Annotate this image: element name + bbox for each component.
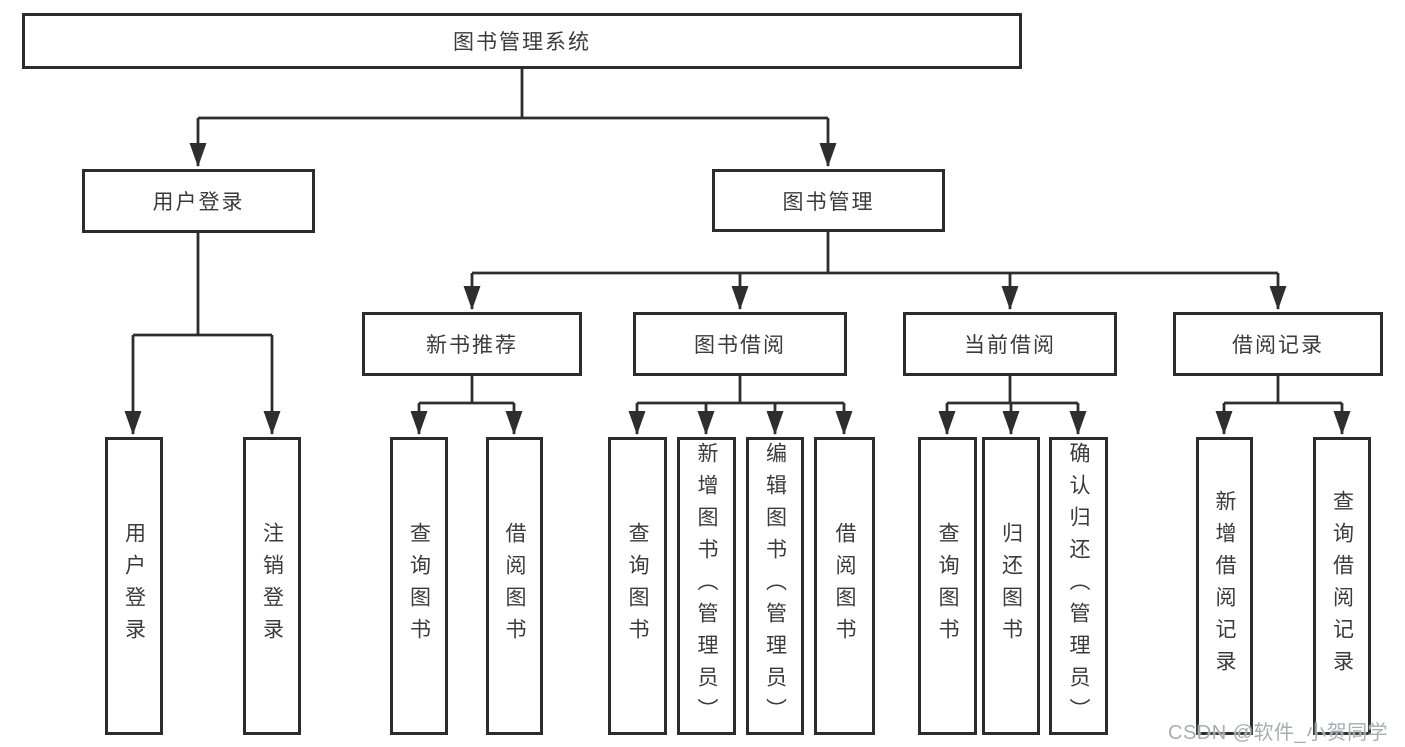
- leaf-label: 查询借阅记录: [1330, 490, 1354, 682]
- leaf-label: 查询图书: [936, 522, 959, 650]
- leaf-add-books-admin: 新增图书（管理员）: [677, 437, 736, 735]
- leaf-label: 借阅图书: [503, 522, 526, 650]
- leaf-logout: 注销登录: [243, 437, 301, 735]
- connector-borrow-records-trunk: [1224, 376, 1342, 405]
- leaf-user-login: 用户登录: [105, 437, 163, 735]
- connector-root-trunk: [198, 69, 828, 120]
- node-new-book-rec: 新书推荐: [362, 312, 582, 376]
- leaf-edit-books-admin: 编辑图书（管理员）: [746, 437, 804, 735]
- leaf-borrow-books-1: 借阅图书: [486, 437, 543, 735]
- connector-book-mgmt-trunk: [472, 232, 1278, 275]
- leaf-label: 查询图书: [407, 522, 431, 650]
- node-current-borrow: 当前借阅: [903, 312, 1117, 376]
- connector-book-borrow-trunk: [637, 376, 844, 405]
- node-user-login: 用户登录: [82, 169, 315, 233]
- leaf-label: 编辑图书（管理员）: [763, 442, 787, 730]
- leaf-confirm-return-admin: 确认归还（管理员）: [1049, 437, 1108, 735]
- leaf-return-books: 归还图书: [982, 437, 1040, 735]
- connector-new-book-rec-trunk: [419, 376, 514, 405]
- leaf-label: 新增图书（管理员）: [695, 442, 718, 730]
- watermark: CSDN @软件_小贺同学: [1168, 722, 1389, 744]
- leaf-label: 归还图书: [999, 522, 1023, 650]
- leaf-label: 确认归还（管理员）: [1067, 442, 1090, 730]
- leaf-query-books-2: 查询图书: [608, 437, 667, 735]
- node-book-borrow: 图书借阅: [633, 312, 847, 376]
- node-book-mgmt: 图书管理: [712, 169, 945, 232]
- leaf-label: 借阅图书: [833, 522, 856, 650]
- node-borrow-records: 借阅记录: [1173, 312, 1383, 376]
- node-root-system: 图书管理系统: [22, 13, 1022, 69]
- leaf-borrow-books-2: 借阅图书: [814, 437, 875, 735]
- leaf-label: 查询图书: [626, 522, 649, 650]
- leaf-query-books-3: 查询图书: [918, 437, 977, 735]
- leaf-label: 用户登录: [122, 522, 146, 650]
- leaf-label: 新增借阅记录: [1213, 490, 1236, 682]
- leaf-add-borrow-record: 新增借阅记录: [1196, 437, 1253, 735]
- leaf-query-books-1: 查询图书: [390, 437, 448, 735]
- connector-user-login-trunk: [133, 233, 272, 337]
- leaf-query-borrow-record: 查询借阅记录: [1313, 437, 1371, 735]
- leaf-label: 注销登录: [260, 522, 284, 650]
- connector-current-borrow-trunk: [947, 376, 1078, 405]
